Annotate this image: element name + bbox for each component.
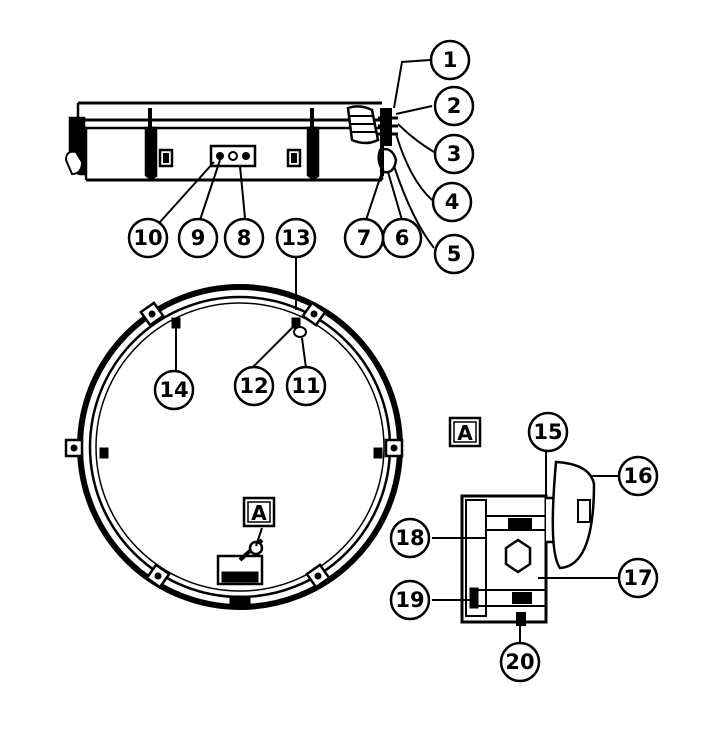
ring-strainer: [216, 538, 264, 605]
leader-8: [239, 165, 246, 219]
side-lug-1: [144, 108, 174, 179]
leader-2: [395, 105, 433, 115]
ring-detail-marker-text: A: [251, 501, 267, 525]
leader-3: [397, 123, 435, 153]
callout-circle: [527, 411, 569, 453]
callout-18: 18: [389, 517, 431, 559]
leader-4: [395, 133, 433, 201]
callout-circle: [429, 39, 471, 81]
callout-11: 11: [285, 365, 327, 407]
callout-number: 5: [447, 242, 462, 266]
drum-top-view-ring: [64, 284, 404, 610]
callout-number: 12: [239, 374, 268, 398]
callout-16: 16: [617, 455, 659, 497]
leader-1: [393, 59, 431, 109]
callout-9: 9: [177, 217, 219, 259]
leader-9: [199, 159, 221, 221]
ring-lug-top-right: [301, 301, 327, 327]
detail-a-marker: A: [448, 416, 482, 448]
callout-5: 5: [433, 233, 475, 275]
callout-number: 3: [447, 142, 462, 166]
callout-circle: [223, 217, 265, 259]
ring-lug-right: [384, 438, 404, 458]
right-end-mechanism: [346, 105, 398, 176]
drum-side-view: [64, 101, 398, 182]
callout-14: 14: [153, 369, 195, 411]
strainer-plate: [209, 144, 257, 168]
callout-number: 14: [159, 378, 188, 402]
callout-17: 17: [617, 557, 659, 599]
callout-1: 1: [429, 39, 471, 81]
callout-8: 8: [223, 217, 265, 259]
callout-4: 4: [431, 181, 473, 223]
callout-6: 6: [381, 217, 423, 259]
leader-12: [251, 327, 293, 369]
callout-number: 20: [505, 650, 534, 674]
callout-number: 15: [533, 420, 562, 444]
callout-number: 1: [443, 48, 458, 72]
callout-circle: [433, 133, 475, 175]
callout-circle: [343, 217, 385, 259]
callout-7: 7: [343, 217, 385, 259]
callout-3: 3: [433, 133, 475, 175]
callout-number: 6: [395, 226, 410, 250]
leader-11: [301, 337, 307, 369]
callout-number: 9: [191, 226, 206, 250]
callout-circle: [127, 217, 169, 259]
callout-circle: [431, 181, 473, 223]
callout-number: 16: [623, 464, 652, 488]
leader-6: [387, 171, 403, 221]
ring-detail-marker: A: [242, 496, 276, 528]
ring-lug-bottom-left: [145, 563, 171, 589]
leader-10: [159, 161, 215, 223]
callout-number: 2: [447, 94, 462, 118]
callout-number: 10: [133, 226, 162, 250]
callout-circle: [285, 365, 327, 407]
callout-10: 10: [127, 217, 169, 259]
callout-circle: [177, 217, 219, 259]
callout-number: 11: [291, 374, 320, 398]
callout-circle: [433, 85, 475, 127]
callout-circle: [389, 579, 431, 621]
callout-circle: [433, 233, 475, 275]
callout-number: 13: [281, 226, 310, 250]
leader-lines: [159, 59, 618, 642]
callout-number: 17: [623, 566, 652, 590]
callout-circle: [617, 455, 659, 497]
callout-2: 2: [433, 85, 475, 127]
callout-15: 15: [527, 411, 569, 453]
callout-number: 8: [237, 226, 252, 250]
callout-number: 18: [395, 526, 424, 550]
ring-lug-left: [64, 438, 84, 458]
callout-number: 4: [445, 190, 460, 214]
side-lug-2: [286, 108, 320, 179]
left-end-lug: [64, 116, 86, 176]
callout-circle: [389, 517, 431, 559]
leader-a: [255, 527, 263, 547]
ring-lug-bottom-right: [305, 563, 331, 589]
callout-number: 7: [357, 226, 372, 250]
ring-lug-top-left: [139, 301, 165, 327]
callout-circle: [275, 217, 317, 259]
detail-a-clamp: [460, 460, 596, 626]
leader-7: [365, 171, 383, 221]
callout-circle: [233, 365, 275, 407]
callout-circle: [499, 641, 541, 683]
callout-20: 20: [499, 641, 541, 683]
detail-a-marker-text: A: [457, 421, 473, 445]
callout-13: 13: [275, 217, 317, 259]
callout-12: 12: [233, 365, 275, 407]
callout-number: 19: [395, 588, 424, 612]
leader-5: [393, 165, 435, 249]
callout-19: 19: [389, 579, 431, 621]
callout-circle: [617, 557, 659, 599]
callout-circle: [153, 369, 195, 411]
